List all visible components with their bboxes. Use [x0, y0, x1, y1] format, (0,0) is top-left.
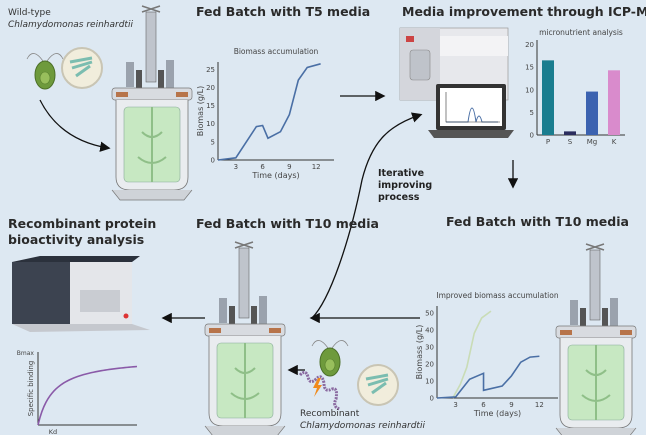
recombinant-petri-dish-icon [356, 363, 400, 407]
y-tick-label: 20 [206, 84, 215, 92]
y-tick-label: 50 [425, 309, 434, 317]
y-tick-label: 40 [425, 326, 434, 334]
bar-K [608, 70, 620, 135]
x-tick-label: 3 [234, 163, 238, 171]
wild-type-species-label: Chlamydomonas reinhardtii [8, 20, 133, 30]
x-tick-label: K [612, 138, 617, 146]
recombinant-label: Recombinant [300, 409, 360, 419]
iterative-line1: Iterative [378, 168, 425, 179]
bioreactor-t5-icon [111, 5, 193, 201]
x-axis-label: Time (days) [473, 409, 521, 418]
chart-title: Improved biomass accumulation [436, 291, 558, 300]
series-line-1 [436, 355, 540, 399]
y-tick-label: 0 [430, 395, 434, 403]
bioreactor-t10-middle-icon [204, 241, 286, 435]
step5-title-line2: bioactivity analysis [8, 232, 145, 247]
y-tick-label: 10 [425, 377, 434, 385]
y-tick-label: 20 [425, 360, 434, 368]
wild-type-label: Wild-type [8, 8, 51, 18]
chart-title: micronutrient analysis [539, 28, 623, 37]
y-tick-label: 30 [425, 343, 434, 351]
y-tick-label: 0 [530, 132, 534, 140]
x-tick-label: Mg [587, 138, 597, 146]
lightning-icon [313, 378, 322, 397]
chart-title: Biomass accumulation [234, 47, 319, 56]
x-tick-label: P [546, 138, 550, 146]
x-tick-label: 12 [535, 401, 544, 409]
y-tick-label: 15 [206, 102, 215, 110]
x-tick-label: 3 [453, 401, 457, 409]
bar-Mg [586, 91, 598, 135]
y-tick-label: 10 [525, 86, 534, 94]
y-tick-label: 5 [530, 109, 534, 117]
y-tick-label: 15 [525, 64, 534, 72]
step3-title: Fed Batch with T10 media [446, 214, 629, 229]
x-tick-label: 9 [287, 163, 291, 171]
step1-title: Fed Batch with T5 media [196, 4, 371, 19]
iterative-label: Iterative improving process [378, 168, 432, 204]
iterative-line2: improving [378, 180, 433, 191]
y-axis-label: Specific binding [27, 361, 35, 417]
iterative-line3: process [378, 192, 420, 203]
petri-dish-icon [60, 46, 104, 90]
wild-type-alga-icon [26, 52, 64, 90]
x-tick-label: 12 [312, 163, 321, 171]
y-axis-label: Biomass (g/L) [415, 325, 424, 380]
y-axis-label: Biomas (g/L) [196, 86, 205, 136]
plate-reader-instrument-icon [12, 256, 150, 332]
y-tick-label: 20 [525, 41, 534, 49]
y-tick-label: 25 [206, 66, 215, 74]
series-line-0 [217, 63, 321, 161]
kd-label: Kd [49, 428, 57, 435]
x-tick-label: 6 [481, 401, 486, 409]
bar-P [542, 60, 554, 135]
series-line-0 [452, 310, 492, 399]
bioreactor-t10-right-icon [555, 243, 637, 435]
step2-title: Media improvement through ICP-MS [402, 4, 646, 19]
y-tick-label: 0 [211, 157, 215, 165]
bmax-label: Bmax [17, 350, 35, 357]
step4-title: Fed Batch with T10 media [196, 216, 379, 231]
y-tick-label: 10 [206, 120, 215, 128]
laptop-icon [428, 84, 514, 138]
x-axis-label: Time (days) [251, 171, 299, 180]
bar-S [564, 131, 576, 135]
binding-curve [37, 365, 138, 426]
recombinant-species-label: Chlamydomonas reinhardtii [300, 421, 425, 431]
x-tick-label: 6 [260, 163, 265, 171]
dna-icon [298, 370, 341, 411]
curved-arrow [39, 99, 111, 152]
recombinant-alga-icon [311, 339, 349, 377]
iterative-arrow [311, 112, 423, 319]
step5-title-line1: Recombinant protein [8, 216, 157, 231]
y-tick-label: 5 [211, 138, 215, 146]
x-tick-label: S [568, 138, 573, 146]
x-tick-label: 9 [509, 401, 513, 409]
